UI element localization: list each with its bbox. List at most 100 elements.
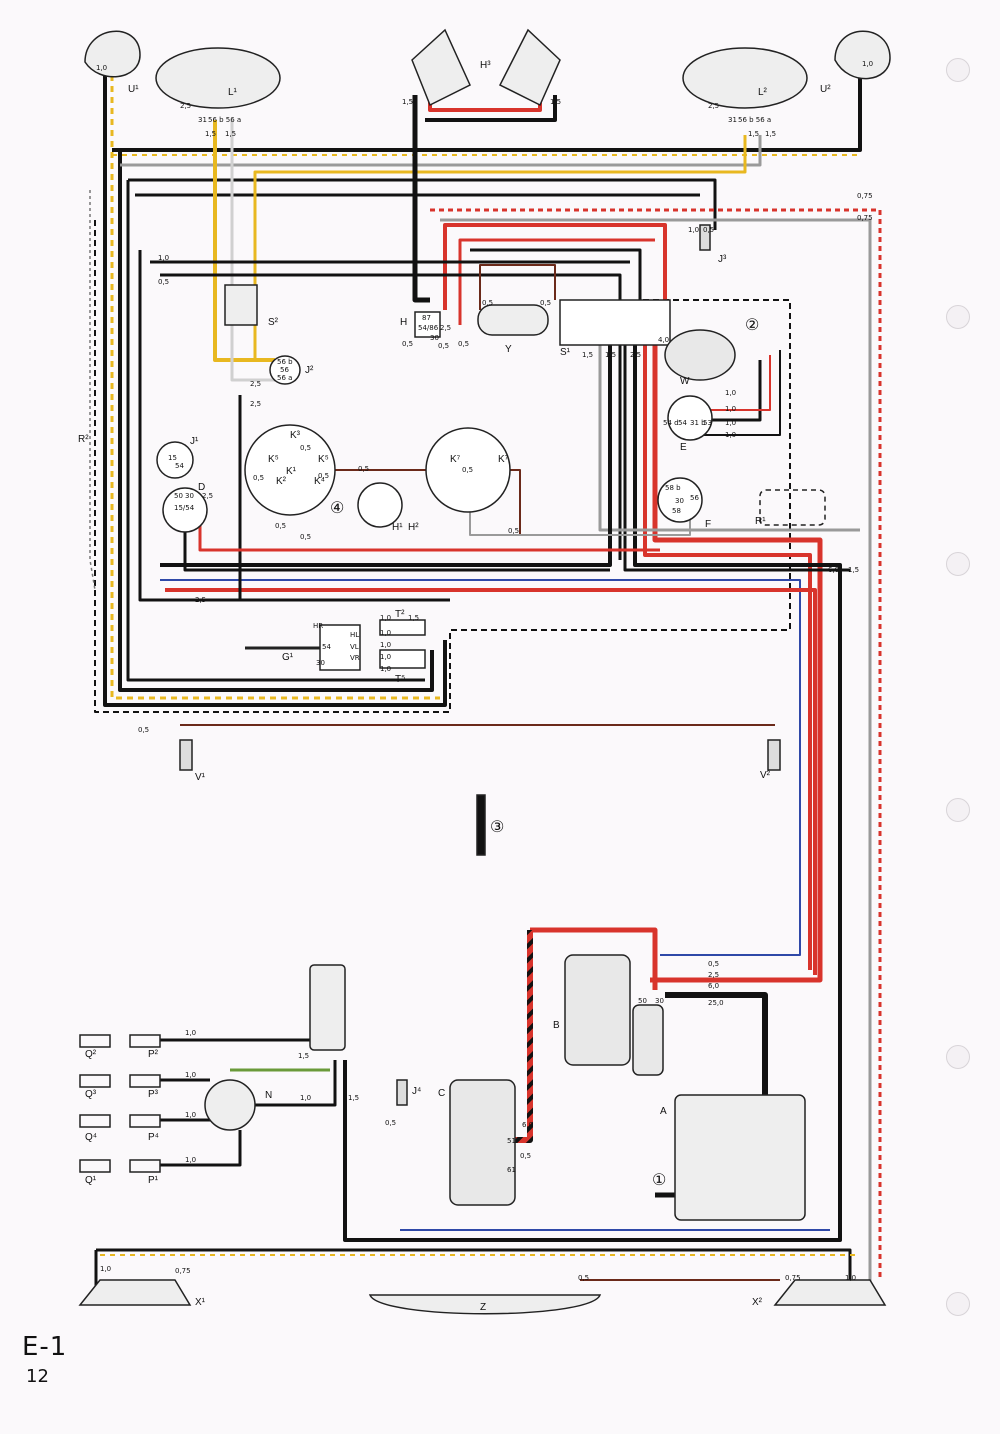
- term-h5486: 54/86: [418, 324, 439, 332]
- term-l1a: 2,5: [180, 102, 191, 110]
- callout-2: ②: [745, 317, 759, 334]
- term-h87: 87: [422, 314, 431, 322]
- term-b30: 30: [655, 997, 664, 1005]
- term-075a: 0,75: [857, 192, 873, 200]
- binder-hole-5: [946, 1045, 970, 1069]
- term-15d: 1,5: [408, 614, 419, 622]
- label-k1: K¹: [286, 466, 297, 477]
- wire-black-4: [138, 250, 450, 602]
- term-b50: 50: [638, 997, 647, 1005]
- label-b: B: [553, 1020, 560, 1031]
- wire-red-w: [710, 355, 771, 411]
- term-q10d: 1,0: [185, 1156, 196, 1164]
- term-x075b: 0,75: [785, 1274, 801, 1282]
- wire-red-long-2: [643, 310, 812, 970]
- label-t2: T²: [395, 609, 405, 620]
- term-05c: 0,5: [438, 342, 449, 350]
- term-10d: 1,0: [380, 641, 391, 649]
- term-f30: 30: [675, 497, 684, 505]
- wire-brown-y: [479, 264, 556, 310]
- license-light-z: [368, 1294, 602, 1315]
- callout-3: ③: [490, 819, 504, 836]
- term-d25: 2,5: [202, 492, 213, 500]
- term-h3a: 1,5: [402, 98, 413, 106]
- term-c60: 6,0: [522, 1121, 533, 1129]
- label-e: E: [680, 442, 687, 453]
- wire-yellow-s2: [253, 135, 747, 360]
- component-labels: U¹ U² L¹ L² H³ J³ S² J² H Y S¹ W E J¹ K³…: [78, 60, 831, 1313]
- wire-grey-long: [598, 340, 860, 532]
- term-vl: VL: [350, 643, 359, 651]
- label-k5a: K⁵: [268, 454, 279, 465]
- label-d: D: [198, 482, 205, 493]
- term-05b: 0,5: [402, 340, 413, 348]
- wire-yellow-outer: [110, 75, 440, 700]
- term-q10a: 1,0: [185, 1029, 196, 1037]
- term-05a: 0,5: [158, 278, 169, 286]
- label-k5b: K⁵: [318, 454, 329, 465]
- term-15b: 1,5: [605, 351, 616, 359]
- distributor-n: [204, 1079, 256, 1131]
- term-05y: 0,5: [482, 299, 493, 307]
- binder-hole-2: [946, 305, 970, 329]
- term-w10a: 1,0: [725, 389, 736, 397]
- page-id: E-1: [22, 1332, 68, 1362]
- term-w10d: 1,0: [725, 431, 736, 439]
- label-j1: J¹: [190, 436, 199, 447]
- term-s2a: 56 b: [277, 358, 293, 366]
- antenna-r2: [89, 190, 96, 591]
- interior-light-y: [477, 304, 549, 336]
- wire-black-battery: [665, 992, 768, 1115]
- label-p1: P¹: [148, 1175, 159, 1186]
- term-hl: HL: [350, 631, 359, 639]
- wire-top-bus-3: [128, 178, 717, 230]
- label-j2: J²: [305, 365, 314, 376]
- label-a: A: [660, 1106, 667, 1117]
- wire-red-long: [650, 300, 823, 983]
- term-40: 4,0: [658, 336, 669, 344]
- label-q2: Q²: [85, 1049, 97, 1060]
- label-h1: H¹: [392, 522, 403, 533]
- callout-1: ①: [652, 1172, 666, 1189]
- term-60: 6,0: [828, 566, 839, 574]
- label-w: W: [680, 376, 690, 387]
- term-x075a: 0,75: [175, 1267, 191, 1275]
- wire-black-plug-4: [160, 1130, 242, 1167]
- wire-black-s1: [160, 345, 612, 567]
- label-q3: Q³: [85, 1089, 97, 1100]
- label-j3: J³: [718, 254, 727, 265]
- term-k05f: 0,5: [358, 465, 369, 473]
- fuel-gauge: [425, 427, 511, 513]
- wire-black-h3b: [425, 95, 557, 122]
- wire-black-fuse-3: [160, 273, 622, 560]
- term-k05e: 0,5: [300, 533, 311, 541]
- label-k4: K⁴: [314, 476, 325, 487]
- relay-j2: [269, 355, 301, 385]
- label-u1: U¹: [128, 84, 139, 95]
- term-e31b: 31 b: [690, 419, 706, 427]
- term-s2b: 56: [280, 366, 289, 374]
- term-10a: 1,0: [158, 254, 169, 262]
- harness: [94, 70, 882, 1290]
- label-c: C: [438, 1088, 445, 1099]
- term-15c: 1,5: [848, 566, 859, 574]
- label-k7a: K⁷: [450, 454, 461, 465]
- term-e54d: 54 d: [663, 419, 679, 427]
- horn-button-h1: [357, 482, 403, 528]
- term-s2c: 56 a: [277, 374, 292, 382]
- term-b60: 6,0: [708, 982, 719, 990]
- wire-red-lower: [165, 588, 817, 975]
- term-h30: 30: [430, 334, 439, 342]
- label-k3: K³: [290, 430, 301, 441]
- term-k05d: 0,5: [275, 522, 286, 530]
- label-x1: X¹: [195, 1297, 206, 1308]
- label-j4: J⁴: [412, 1086, 421, 1097]
- headlight-l2: [682, 47, 808, 109]
- term-f58: 58: [672, 507, 681, 515]
- term-w10b: 1,0: [725, 405, 736, 413]
- term-10c: 1,0: [380, 629, 391, 637]
- term-l1b: 31: [198, 116, 207, 124]
- wire-top-bus-2: [120, 135, 762, 167]
- wire-black-dashed: [94, 220, 791, 713]
